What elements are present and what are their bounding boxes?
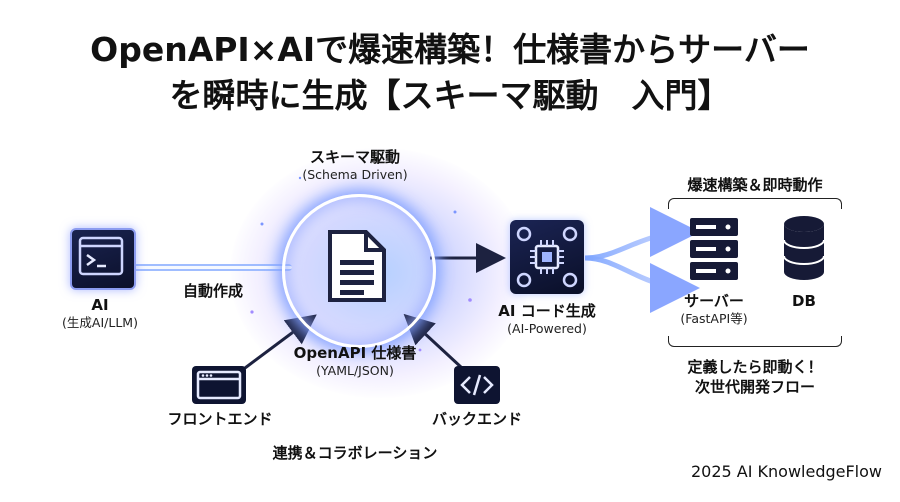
server-sub: (FastAPI等) bbox=[680, 311, 748, 326]
document-icon bbox=[328, 230, 386, 302]
result-tagline-1: 定義したら即動く！ bbox=[687, 358, 823, 376]
schema-sub: (Schema Driven) bbox=[302, 167, 408, 182]
server-label: サーバー bbox=[684, 292, 744, 310]
codegen-label: AI コード生成 bbox=[498, 302, 596, 320]
browser-window-icon bbox=[192, 366, 246, 404]
footer-credit: 2025 AI KnowledgeFlow bbox=[690, 462, 882, 481]
terminal-icon bbox=[70, 228, 136, 290]
auto-create-label: 自動作成 bbox=[182, 282, 243, 300]
codegen-sub: (AI-Powered) bbox=[507, 321, 587, 336]
ai-sub: (生成AI/LLM) bbox=[62, 315, 138, 330]
database-icon bbox=[783, 216, 825, 280]
spec-sub: (YAML/JSON) bbox=[316, 363, 394, 378]
result-tagline-2: 次世代開発フロー bbox=[694, 378, 815, 396]
page-title-line1: OpenAPI×AIで爆速構築！仕様書からサーバー bbox=[90, 30, 810, 69]
db-label: DB bbox=[792, 292, 816, 310]
schema-label: スキーマ駆動 bbox=[309, 148, 400, 166]
arrow-backend-to-spec bbox=[403, 313, 464, 370]
result-bracket-top bbox=[668, 198, 842, 209]
schema-ring bbox=[282, 194, 436, 348]
backend-label: バックエンド bbox=[431, 410, 522, 428]
chip-gears-icon bbox=[510, 220, 584, 294]
beam-codegen-to-server bbox=[584, 207, 700, 261]
collab-label: 連携＆コラボレーション bbox=[272, 444, 438, 462]
spec-label: OpenAPI 仕様書 bbox=[293, 344, 417, 362]
frontend-label: フロントエンド bbox=[167, 410, 273, 428]
ai-label: AI bbox=[91, 296, 109, 314]
server-rack-icon bbox=[690, 218, 738, 280]
result-heading: 爆速構築＆即時動作 bbox=[687, 176, 823, 194]
arrow-frontend-to-spec bbox=[244, 314, 317, 370]
page-title-line2: を瞬時に生成【スキーマ駆動 入門】 bbox=[169, 76, 731, 115]
beam-codegen-to-db bbox=[584, 255, 700, 313]
result-bracket-bottom bbox=[668, 336, 842, 347]
code-brackets-icon bbox=[454, 366, 500, 404]
